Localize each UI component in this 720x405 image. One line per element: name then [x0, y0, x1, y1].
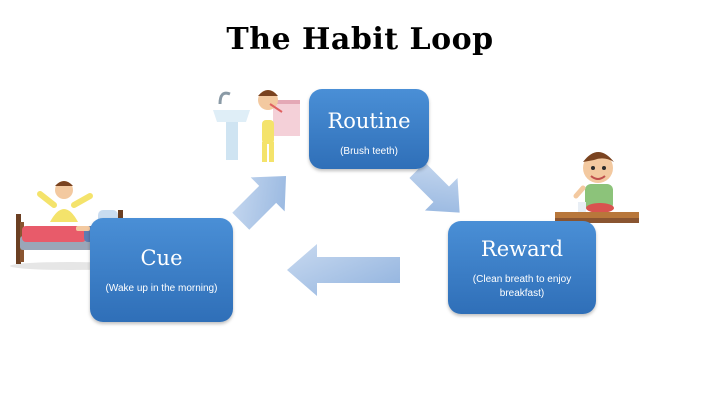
arrow-reward-to-cue-icon: [287, 244, 400, 296]
cue-detail: (Wake up in the morning): [105, 283, 218, 294]
reward-label: Reward: [480, 237, 564, 261]
routine-node: Routine (Brush teeth): [309, 89, 429, 169]
reward-detail: (Clean breath to enjoy breakfast): [472, 274, 572, 299]
page-title: The Habit Loop: [226, 22, 494, 57]
reward-node: Reward (Clean breath to enjoy breakfast): [448, 221, 596, 314]
arrow-routine-to-reward-icon: [409, 162, 460, 213]
routine-detail: (Brush teeth): [340, 146, 398, 157]
cue-node: Cue (Wake up in the morning): [90, 218, 233, 322]
routine-label: Routine: [327, 109, 411, 133]
cue-label: Cue: [140, 246, 183, 270]
boy-brushing-teeth-icon: [213, 90, 300, 162]
boy-eating-breakfast-icon: [555, 152, 639, 223]
arrow-cue-to-routine-icon: [232, 175, 287, 230]
